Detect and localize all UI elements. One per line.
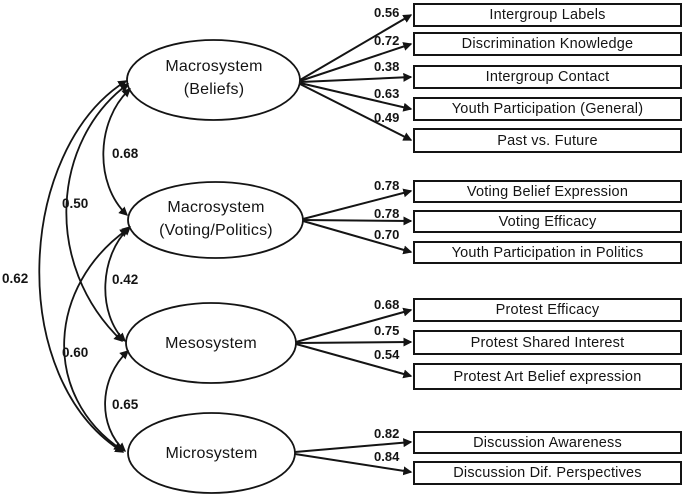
factor-label-line: (Voting/Politics)	[159, 222, 273, 239]
factor-ellipse-microsystem	[127, 412, 296, 494]
indicator-box-youth-participation-politics: Youth Participation in Politics	[413, 241, 682, 264]
factor-label-line: Mesosystem	[165, 335, 257, 352]
indicator-box-intergroup-contact: Intergroup Contact	[413, 65, 682, 89]
factor-label-mesosystem: Mesosystem	[126, 332, 296, 355]
indicator-box-voting-efficacy: Voting Efficacy	[413, 210, 682, 233]
loading-arrow-discussion-dif-perspectives	[294, 453, 413, 476]
loading-value-discussion-dif-perspectives: 0.84	[374, 449, 400, 464]
factor-label-microsystem: Microsystem	[128, 442, 295, 465]
loading-arrow-youth-participation-general	[299, 82, 413, 112]
correlation-value-beliefs-microsystem: 0.62	[2, 271, 29, 286]
correlation-value-mesosystem-microsystem: 0.65	[112, 397, 139, 412]
loading-value-youth-participation-politics: 0.70	[374, 227, 400, 242]
loading-arrow-protest-efficacy	[295, 307, 413, 343]
factor-label-line: Microsystem	[165, 445, 258, 462]
loading-arrow-intergroup-labels	[299, 14, 413, 81]
loading-value-discussion-awareness: 0.82	[374, 426, 400, 441]
loading-arrow-discrimination-knowledge	[299, 42, 413, 82]
indicator-box-discussion-awareness: Discussion Awareness	[413, 431, 682, 454]
indicator-box-protest-art-belief-expression: Protest Art Belief expression	[413, 363, 682, 390]
loading-arrow-intergroup-contact	[300, 72, 413, 83]
loading-value-protest-shared-interest: 0.75	[374, 323, 400, 338]
correlation-path-voting-microsystem	[63, 228, 130, 451]
loading-value-intergroup-labels: 0.56	[374, 5, 400, 20]
loading-value-intergroup-contact: 0.38	[374, 59, 400, 74]
indicator-box-intergroup-labels: Intergroup Labels	[413, 3, 682, 27]
loading-value-protest-art-belief-expression: 0.54	[374, 347, 400, 362]
indicator-box-protest-shared-interest: Protest Shared Interest	[413, 330, 682, 355]
loading-value-protest-efficacy: 0.68	[374, 297, 400, 312]
loading-arrow-voting-belief-expression	[302, 188, 413, 220]
loading-value-youth-participation-general: 0.63	[374, 86, 400, 101]
factor-label-line: Macrosystem	[165, 58, 263, 75]
loading-arrow-youth-participation-politics	[302, 220, 413, 255]
loading-arrow-discussion-awareness	[294, 438, 413, 453]
loading-value-voting-belief-expression: 0.78	[374, 178, 400, 193]
correlation-value-voting-microsystem: 0.60	[62, 345, 89, 360]
indicator-box-protest-efficacy: Protest Efficacy	[413, 298, 682, 322]
indicator-box-discussion-dif-perspectives: Discussion Dif. Perspectives	[413, 461, 682, 485]
loading-value-past-vs-future: 0.49	[374, 110, 400, 125]
loading-arrow-voting-efficacy	[302, 216, 413, 226]
factor-label-macrosystem-beliefs: Macrosystem (Beliefs)	[127, 55, 301, 101]
indicator-box-discrimination-knowledge: Discrimination Knowledge	[413, 32, 682, 56]
factor-label-line: Macrosystem	[167, 199, 265, 216]
correlation-path-mesosystem-microsystem	[104, 350, 129, 452]
loading-arrow-protest-art-belief-expression	[295, 343, 413, 379]
correlation-value-voting-mesosystem: 0.42	[112, 272, 139, 287]
correlation-value-beliefs-mesosystem: 0.50	[62, 196, 89, 211]
indicator-box-voting-belief-expression: Voting Belief Expression	[413, 180, 682, 203]
factor-label-macrosystem-voting: Macrosystem (Voting/Politics)	[128, 196, 304, 242]
loading-arrow-protest-shared-interest	[295, 337, 413, 347]
loading-value-discrimination-knowledge: 0.72	[374, 33, 400, 48]
correlation-path-beliefs-mesosystem	[65, 83, 130, 342]
loading-value-voting-efficacy: 0.78	[374, 206, 400, 221]
correlation-value-beliefs-voting: 0.68	[112, 146, 139, 161]
factor-label-line: (Beliefs)	[183, 81, 245, 98]
correlation-path-beliefs-microsystem	[38, 80, 128, 453]
indicator-box-past-vs-future: Past vs. Future	[413, 128, 682, 153]
loading-arrow-past-vs-future	[299, 83, 413, 141]
indicator-box-youth-participation-general: Youth Participation (General)	[413, 97, 682, 121]
